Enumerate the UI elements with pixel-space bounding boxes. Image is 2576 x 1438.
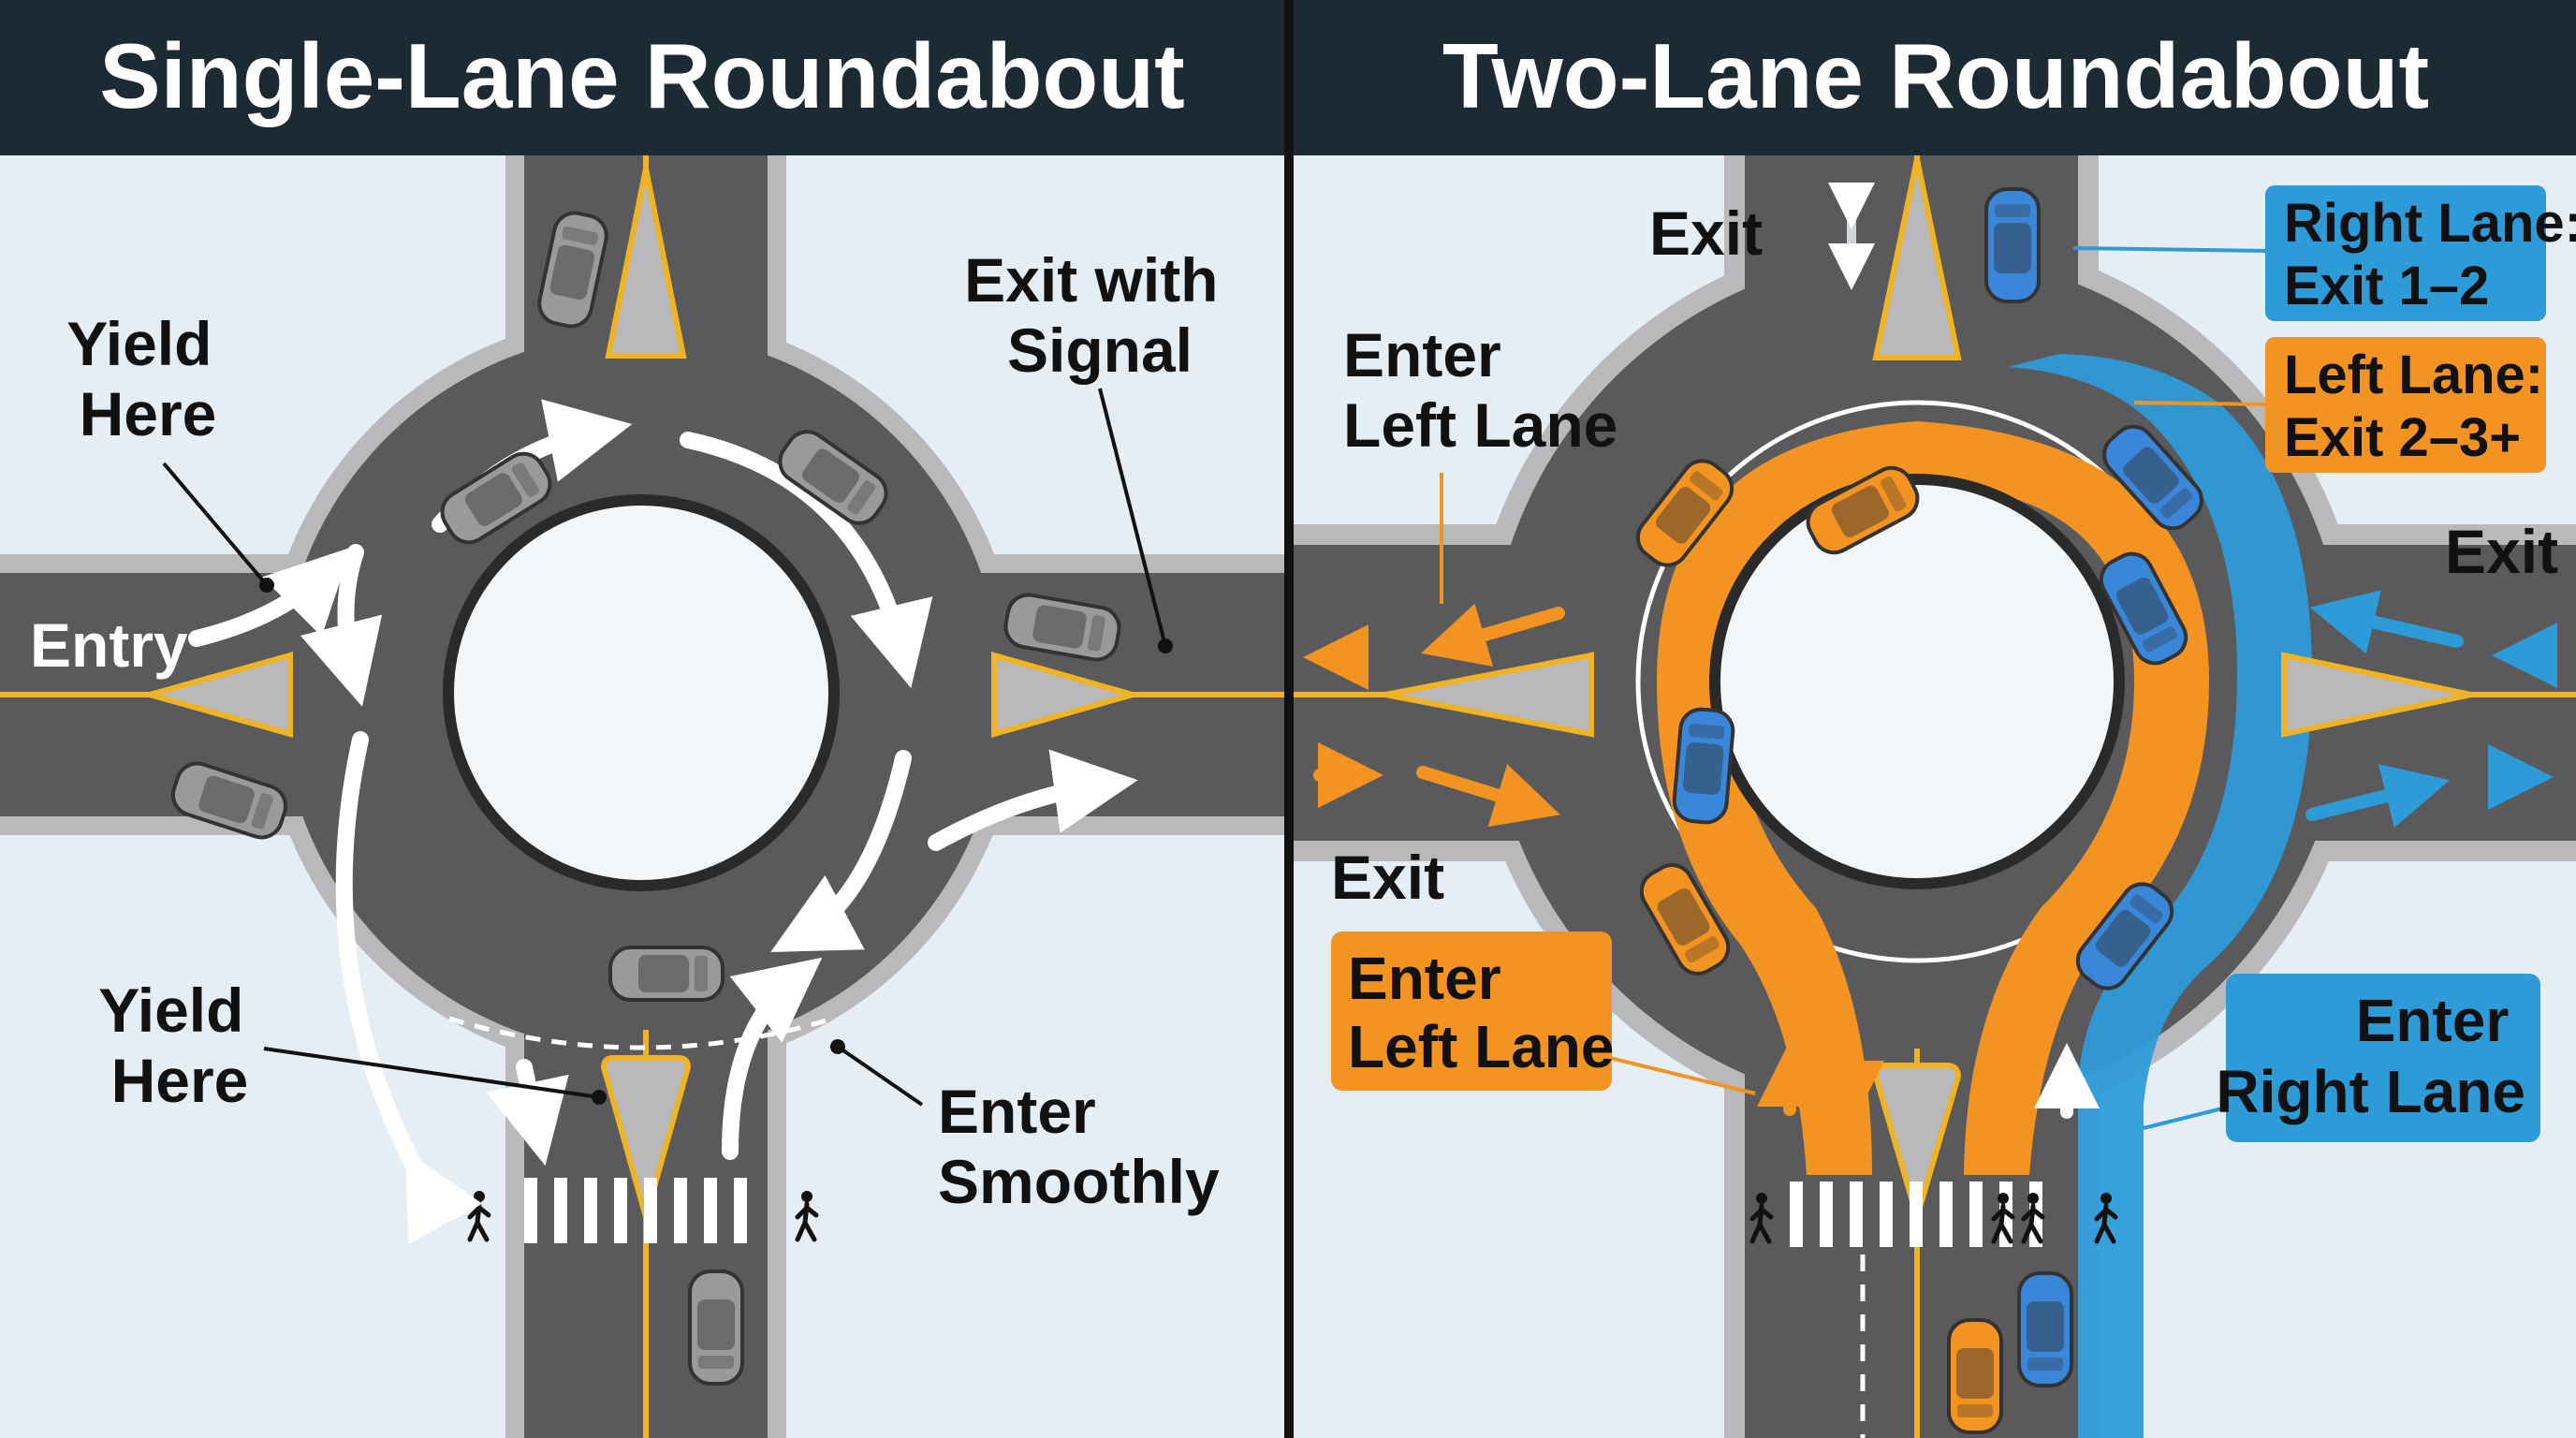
splitter-island — [991, 652, 1143, 738]
splitter-island — [605, 168, 687, 359]
enter-left-lane-box: Enter Left Lane — [1331, 932, 1614, 1091]
right-panel: Exit Enter Left Lane Exit Exit Enter Lef… — [1294, 155, 2576, 1438]
flow-arrow — [770, 750, 912, 952]
flow-arrow — [680, 432, 933, 689]
panel-divider — [1284, 0, 1294, 1438]
exit-label-left: Exit — [1331, 843, 1444, 912]
exit-with-signal-label: Exit with Signal — [964, 245, 1236, 385]
svg-text:Enter Left Lane: Enter Left Lane — [1348, 945, 1614, 1080]
yield-here-label-bottom: Yield Here — [98, 976, 261, 1115]
exit-label-top: Exit — [1649, 198, 1763, 268]
orange-arrow — [1421, 603, 1565, 667]
orange-arrow — [1416, 764, 1560, 828]
svg-text:Left Lane: Exit 2–3+: Left Lane: Exit 2–3+ — [2284, 345, 2558, 468]
splitter-island — [2281, 652, 2472, 738]
blue-arrow — [2305, 764, 2451, 829]
car-icon — [2017, 1271, 2073, 1387]
circulation-arrows — [188, 399, 1138, 1244]
exit-label-right: Exit — [2445, 517, 2558, 586]
svg-text:Right Lane: Exit 1–2: Right Lane: Exit 1–2 — [2284, 193, 2576, 316]
right-lane-info-box: Right Lane: Exit 1–2 — [2265, 185, 2576, 321]
car-icon — [688, 1269, 744, 1386]
leader-lines — [162, 388, 1173, 1107]
enter-right-lane-box: Enter Right Lane — [2216, 974, 2540, 1142]
left-panel-title: Single-Lane Roundabout — [99, 24, 1185, 127]
yield-here-label-top: Yield Here — [66, 309, 229, 448]
enter-left-lane-label: Enter Left Lane — [1343, 320, 1617, 460]
splitter-island — [600, 1055, 692, 1228]
splitter-island — [1384, 652, 1594, 738]
entry-label: Entry — [30, 610, 188, 680]
flow-arrow — [722, 957, 823, 1160]
enter-smoothly-label: Enter Smoothly — [938, 1077, 1220, 1216]
left-lane-info-box: Left Lane: Exit 2–3+ — [2265, 337, 2558, 473]
central-island — [454, 506, 828, 880]
yield-line — [448, 1016, 834, 1050]
car-icon — [608, 946, 724, 1002]
blue-arrow — [2309, 590, 2464, 654]
svg-text:Enter Right Lane: Enter Right Lane — [2216, 987, 2525, 1125]
central-island — [1720, 485, 2114, 878]
flow-arrow — [486, 1059, 569, 1167]
car-icon — [1670, 705, 1737, 827]
flow-arrow — [928, 749, 1138, 851]
splitter-island — [139, 652, 293, 738]
left-lane-path — [1657, 421, 2209, 1175]
crosswalk — [524, 1178, 747, 1243]
lane-arrows — [1303, 590, 2557, 1126]
right-panel-title: Two-Lane Roundabout — [1442, 24, 2429, 127]
flow-arrow — [300, 544, 383, 707]
car-icon — [1984, 187, 2041, 303]
right-lane-path — [2008, 354, 2312, 1438]
entry-arrow — [188, 547, 352, 647]
flow-arrow — [335, 731, 483, 1244]
leader-lines — [1440, 246, 2271, 1130]
splitter-island — [1872, 158, 1962, 360]
car-icon — [1947, 1318, 2003, 1434]
left-panel: Yield Here Entry Exit with Signal Yield … — [0, 155, 1284, 1438]
